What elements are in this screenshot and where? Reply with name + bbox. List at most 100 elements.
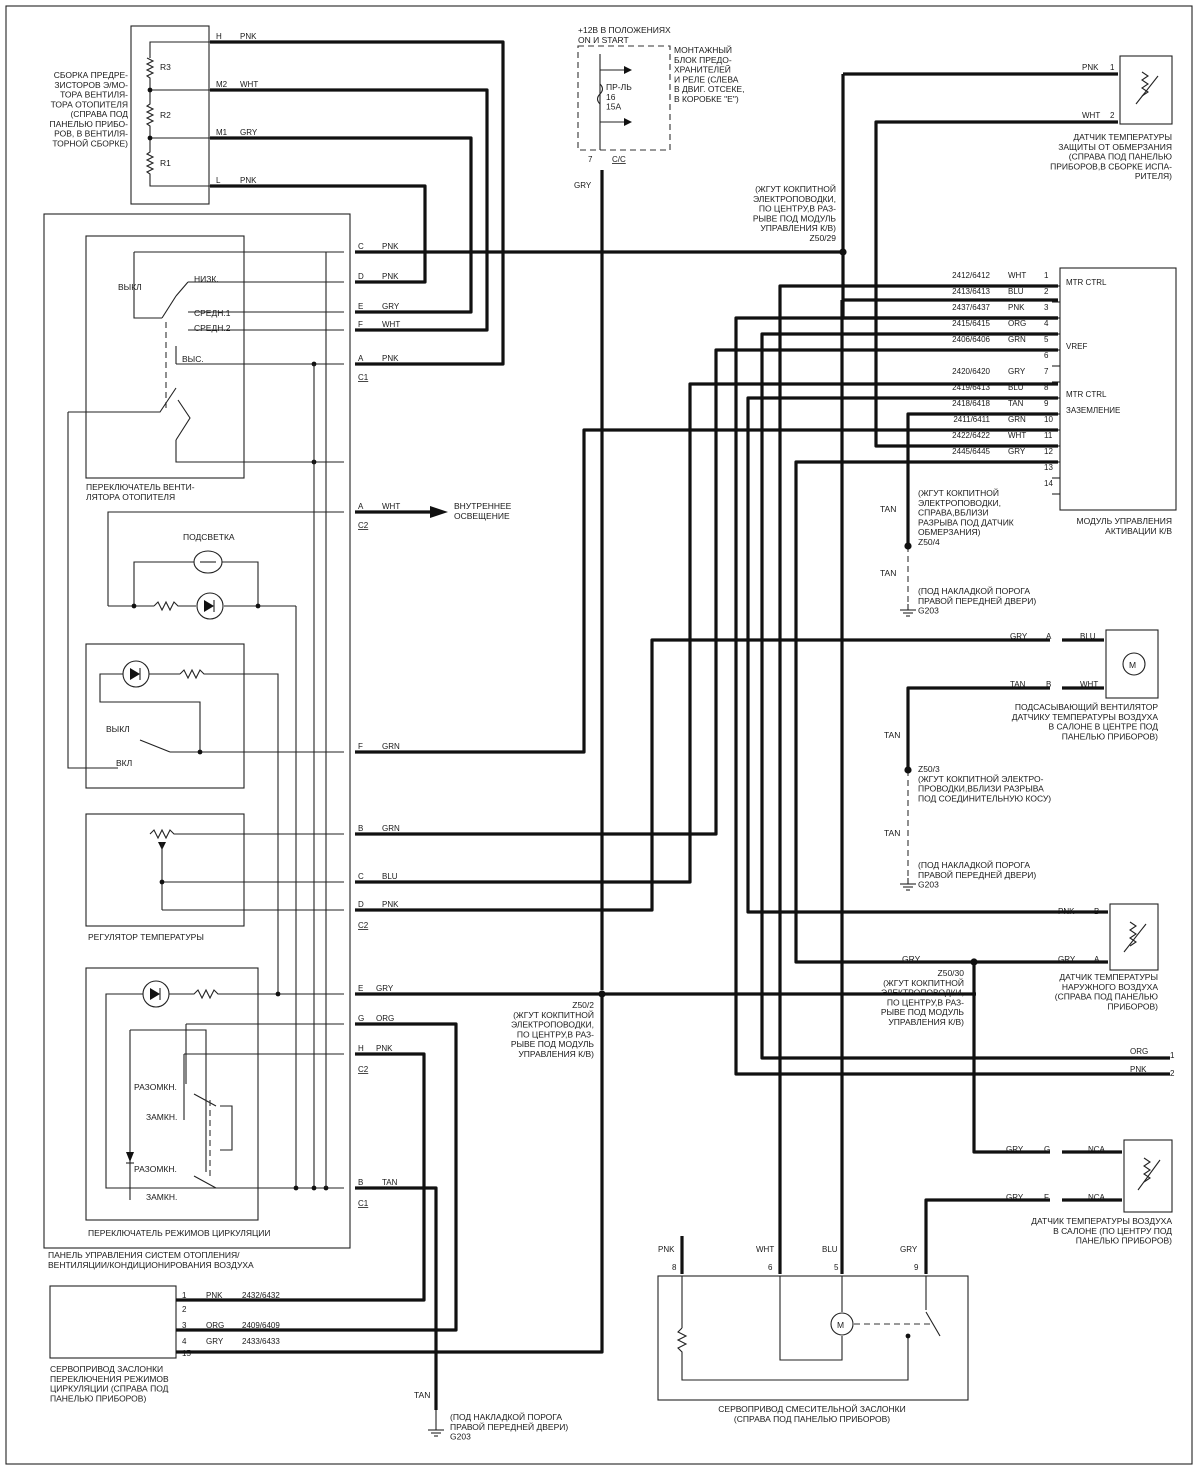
backlight-label: ПОДСВЕТКА bbox=[183, 532, 235, 542]
splice-z50-4 bbox=[904, 542, 912, 550]
c2-pin-b: B bbox=[358, 824, 363, 833]
resistor-pin-l: L bbox=[216, 176, 221, 185]
resistor-pack: R3 R2 R1 H M2 M1 L PNK WHT GRY PNK СБОРК… bbox=[49, 25, 258, 205]
module-pin: 10 bbox=[1044, 415, 1053, 424]
module-circuit: 2412/6412 bbox=[952, 271, 990, 280]
c2-label: C2 bbox=[358, 521, 369, 530]
module-circuit: 2420/6420 bbox=[952, 367, 990, 376]
c1-wire-d: PNK bbox=[382, 272, 399, 281]
tan-label-3: TAN bbox=[884, 730, 900, 740]
aspirator-wire-gry: GRY bbox=[1010, 632, 1028, 641]
aspirator-motor-label: M bbox=[1129, 660, 1136, 670]
module-function: ЗАЗЕМЛЕНИЕ bbox=[1066, 406, 1120, 415]
cabin-wire-gry-f: GRY bbox=[1006, 1193, 1024, 1202]
tan-label-5: TAN bbox=[414, 1390, 430, 1400]
frost-pin-2: 2 bbox=[1110, 111, 1115, 120]
ambient-pin-a: A bbox=[1094, 955, 1100, 964]
recirc-actuator-pin: 3 bbox=[182, 1321, 187, 1330]
blower-pos-high: ВЫС. bbox=[182, 354, 204, 364]
tan-label-2: TAN bbox=[880, 568, 896, 578]
mix-wire-blu: BLU bbox=[822, 1245, 838, 1254]
c1-label-2: C1 bbox=[358, 1199, 369, 1208]
c1-wire-b: TAN bbox=[382, 1178, 398, 1187]
diode-icon bbox=[126, 1152, 134, 1162]
splice-z50-3 bbox=[904, 766, 912, 774]
module-pin: 1 bbox=[1044, 271, 1049, 280]
module-pin: 13 bbox=[1044, 463, 1053, 472]
tan-label-4: TAN bbox=[884, 828, 900, 838]
z50-3-label: Z50/3(ЖГУТ КОКПИТНОЙ ЭЛЕКТРО-ПРОВОДКИ,ВБ… bbox=[918, 764, 1051, 803]
module-function: VREF bbox=[1066, 342, 1087, 351]
temp-control-box bbox=[85, 813, 245, 927]
recirc-actuator-pin: 2 bbox=[182, 1305, 187, 1314]
module-wire-color: GRY bbox=[1008, 367, 1026, 376]
recirc-actuator-wire-color: PNK bbox=[206, 1291, 223, 1300]
module-wire-color: GRN bbox=[1008, 335, 1026, 344]
ac-switch-on: ВКЛ bbox=[116, 758, 132, 768]
fuse-wire-gry: GRY bbox=[574, 181, 592, 190]
frost-wire-pnk: PNK bbox=[1082, 63, 1099, 72]
ac-switch-box bbox=[85, 643, 245, 789]
resistor-pack-title: СБОРКА ПРЕДРЕ-ЗИСТОРОВ Э/МО-ТОРА ВЕНТИЛЯ… bbox=[49, 70, 128, 148]
resistor-pin-h: H bbox=[216, 32, 222, 41]
recirc-state-open-1: РАЗОМКН. bbox=[134, 1082, 177, 1092]
temp-control-title: РЕГУЛЯТОР ТЕМПЕРАТУРЫ bbox=[88, 932, 204, 942]
module-circuit: 2422/6422 bbox=[952, 431, 990, 440]
ac-switch-off: ВЫКЛ bbox=[106, 724, 130, 734]
cabin-wire-nca-g: NCA bbox=[1088, 1145, 1106, 1154]
module-pin: 12 bbox=[1044, 447, 1053, 456]
resistor-r2-label: R2 bbox=[160, 110, 171, 120]
page-frame bbox=[5, 5, 1193, 1465]
c2-wire-c: BLU bbox=[382, 872, 398, 881]
c1-pin-f: F bbox=[358, 320, 363, 329]
module-wire-color: WHT bbox=[1008, 271, 1026, 280]
module-wire-color: PNK bbox=[1008, 303, 1025, 312]
c1-pin-b: B bbox=[358, 1178, 363, 1187]
mix-wire-wht: WHT bbox=[756, 1245, 774, 1254]
motor-icon bbox=[830, 1312, 854, 1336]
c1-pin-e: E bbox=[358, 302, 363, 311]
module-circuit: 2418/6418 bbox=[952, 399, 990, 408]
module-pin: 8 bbox=[1044, 383, 1049, 392]
module-wire-color: GRY bbox=[1008, 447, 1026, 456]
recirc-actuator-circuit: 2409/6409 bbox=[242, 1321, 280, 1330]
cabin-sensor: GRY G NCA GRY F NCA ДАТЧИК ТЕМПЕРАТУРЫ В… bbox=[1006, 1139, 1173, 1246]
c2-pin-e: E bbox=[358, 984, 363, 993]
module-function: MTR CTRL bbox=[1066, 390, 1107, 399]
c2-label-2: C2 bbox=[358, 921, 369, 930]
c2-pin-a: A bbox=[358, 502, 364, 511]
fuse-connector: C/C bbox=[612, 155, 626, 164]
c2-wire-a: WHT bbox=[382, 502, 400, 511]
resistor-pin-m2: M2 bbox=[216, 80, 228, 89]
resistor-pin-m1: M1 bbox=[216, 128, 228, 137]
module-wire-color: TAN bbox=[1008, 399, 1024, 408]
module-circuit: 2411/6411 bbox=[953, 415, 990, 424]
aspirator-wire-tan: TAN bbox=[1010, 680, 1026, 689]
led-icon bbox=[196, 592, 224, 620]
module-pin: 4 bbox=[1044, 319, 1049, 328]
c2-pin-h: H bbox=[358, 1044, 364, 1053]
c1-wire-a: PNK bbox=[382, 354, 399, 363]
cabin-pin-f: F bbox=[1044, 1193, 1049, 1202]
c2-label-3: C2 bbox=[358, 1065, 369, 1074]
right-exits: ORG 1 PNK 2 bbox=[1130, 1047, 1175, 1078]
gry-label: GRY bbox=[902, 954, 921, 964]
module-circuit: 2415/6415 bbox=[952, 319, 990, 328]
resistor-wire-l: PNK bbox=[240, 176, 257, 185]
frost-pin-1: 1 bbox=[1110, 63, 1115, 72]
mix-actuator: СЕРВОПРИВОД СМЕСИТЕЛЬНОЙ ЗАСЛОНКИ(СПРАВА… bbox=[657, 1245, 969, 1424]
cabin-pin-g: G bbox=[1044, 1145, 1050, 1154]
